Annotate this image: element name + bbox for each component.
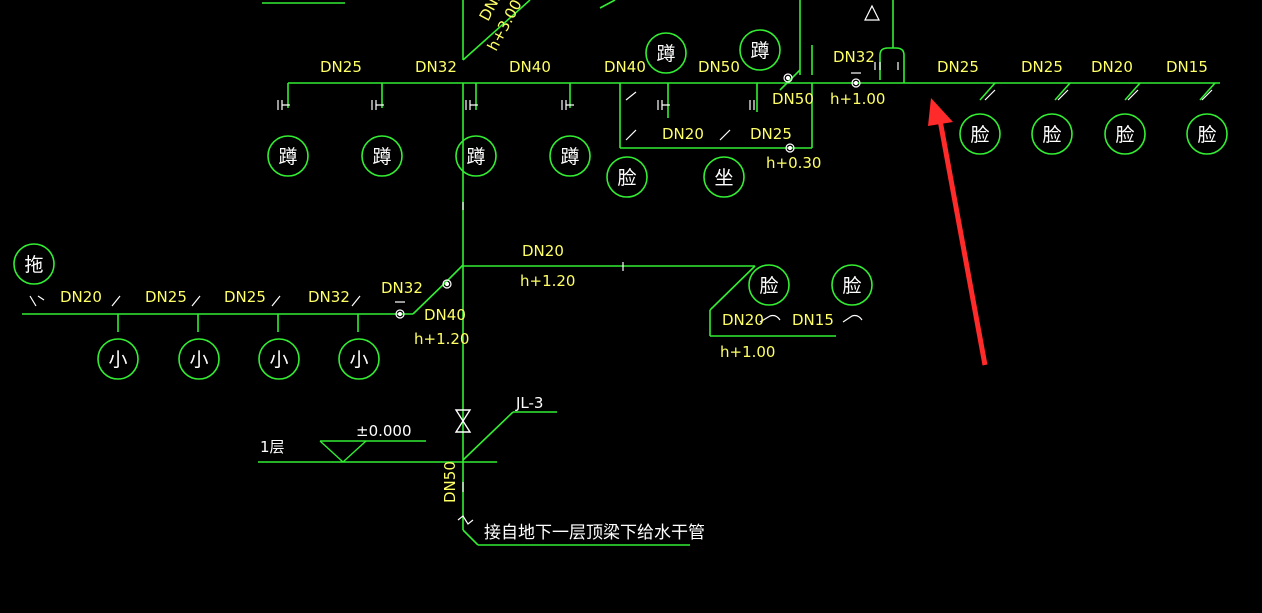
pipe-size-label: DN20 — [1091, 58, 1133, 76]
top-branch-labels: DN25 DN32 DN40 DN40 DN50 DN50 DN32 DN25 … — [320, 0, 1208, 172]
elevation-label: h+1.20 — [414, 330, 469, 348]
svg-text:脸: 脸 — [1197, 124, 1216, 146]
svg-text:小: 小 — [189, 349, 208, 371]
pipe-size-label: DN25 — [145, 288, 187, 306]
pipe-size-label: DN20 — [662, 125, 704, 143]
floor-level-label: ±0.000 — [356, 422, 412, 440]
fixture-squat-toilet: 蹲 — [455, 135, 497, 177]
fixture-squat-toilet: 蹲 — [267, 135, 309, 177]
svg-text:脸: 脸 — [1115, 124, 1134, 146]
svg-text:脸: 脸 — [970, 124, 989, 146]
svg-text:蹲: 蹲 — [466, 146, 485, 168]
elevation-label: h+1.00 — [720, 343, 775, 361]
svg-text:脸: 脸 — [759, 275, 778, 297]
riser-tag: JL-3 — [515, 394, 543, 412]
fixture-wash-basin: 脸 — [606, 156, 648, 198]
svg-text:脸: 脸 — [1042, 124, 1061, 146]
fixture-mop-sink: 拖 — [13, 243, 55, 285]
annotation-arrow-icon — [928, 98, 988, 366]
svg-text:小: 小 — [269, 349, 288, 371]
pipe-size-label: DN40 — [424, 306, 466, 324]
pipe-size-label: DN25 — [937, 58, 979, 76]
fixture-squat-toilet: 蹲 — [361, 135, 403, 177]
pipe-size-label: DN25 — [320, 58, 362, 76]
pipe-size-label: DN20 — [522, 242, 564, 260]
fixture-wash-basin: 脸 — [831, 264, 873, 306]
svg-text:脸: 脸 — [842, 275, 861, 297]
floor-level-marker — [319, 440, 426, 463]
svg-text:蹲: 蹲 — [560, 146, 579, 168]
pipe-size-label: DN32 — [415, 58, 457, 76]
pipe-size-label: DN40 — [604, 58, 646, 76]
pipe-size-label: DN25 — [750, 125, 792, 143]
middle-branch-labels: DN20 DN25 DN25 DN32 DN32 DN40 h+1.20 DN2… — [60, 242, 834, 361]
fixture-wash-basin: 脸 — [959, 113, 1001, 155]
fixture-wash-basin: 脸 — [1186, 113, 1228, 155]
svg-text:蹲: 蹲 — [278, 146, 297, 168]
pipe-size-label: DN32 — [833, 48, 875, 66]
fixture-urinal: 小 — [258, 338, 300, 380]
fixture-squat-toilet: 蹲 — [549, 135, 591, 177]
gate-valve-icon — [454, 409, 472, 433]
pipe-size-label: DN25 — [1021, 58, 1063, 76]
svg-text:坐: 坐 — [714, 167, 733, 189]
pipe-size-label: DN20 — [60, 288, 102, 306]
svg-text:蹲: 蹲 — [656, 43, 675, 65]
pipe-size-label: DN15 — [1166, 58, 1208, 76]
fixture-urinal: 小 — [97, 338, 139, 380]
fixture-wash-basin: 脸 — [1031, 113, 1073, 155]
fixture-squat-toilet: 蹲 — [739, 29, 781, 71]
svg-text:小: 小 — [108, 349, 127, 371]
valve-elevation-label: h+1.00 — [830, 90, 885, 108]
pipe-size-label: DN40 — [509, 58, 551, 76]
pipe-size-label: DN20 — [722, 311, 764, 329]
pipe-size-label: DN15 — [792, 311, 834, 329]
fixture-wash-basin: 脸 — [748, 264, 790, 306]
riser-labels: JL-3 1层 ±0.000 DN50 接自地下一层顶梁下给水干管 — [260, 394, 705, 543]
fixture-seat-toilet: 坐 — [703, 156, 745, 198]
fixture-urinal: 小 — [338, 338, 380, 380]
inlet-note: 接自地下一层顶梁下给水干管 — [484, 523, 705, 543]
pipes — [22, 0, 1220, 546]
fixture-squat-toilet: 蹲 — [645, 32, 687, 74]
floor-label: 1层 — [260, 438, 285, 456]
faucet-symbols — [29, 4, 1213, 525]
svg-text:蹲: 蹲 — [372, 146, 391, 168]
pipe-size-label: DN32 — [308, 288, 350, 306]
pipe-size-label: DN32 — [381, 279, 423, 297]
sub-branch-elevation-label: h+0.30 — [766, 154, 821, 172]
pipe-size-label: DN25 — [224, 288, 266, 306]
fixture-wash-basin: 脸 — [1104, 113, 1146, 155]
water-meter-symbols — [395, 72, 861, 319]
svg-text:蹲: 蹲 — [750, 40, 769, 62]
pipe-size-label: DN50 — [772, 90, 814, 108]
elevation-label: h+1.20 — [520, 272, 575, 290]
fixtures: 蹲 蹲 蹲 蹲 蹲 蹲 脸 坐 — [13, 29, 1228, 380]
inlet-size-label: DN50 — [441, 461, 459, 503]
pipe-size-label: DN50 — [698, 58, 740, 76]
svg-text:脸: 脸 — [617, 167, 636, 189]
svg-text:小: 小 — [349, 349, 368, 371]
svg-text:拖: 拖 — [24, 254, 43, 276]
fixture-urinal: 小 — [178, 338, 220, 380]
